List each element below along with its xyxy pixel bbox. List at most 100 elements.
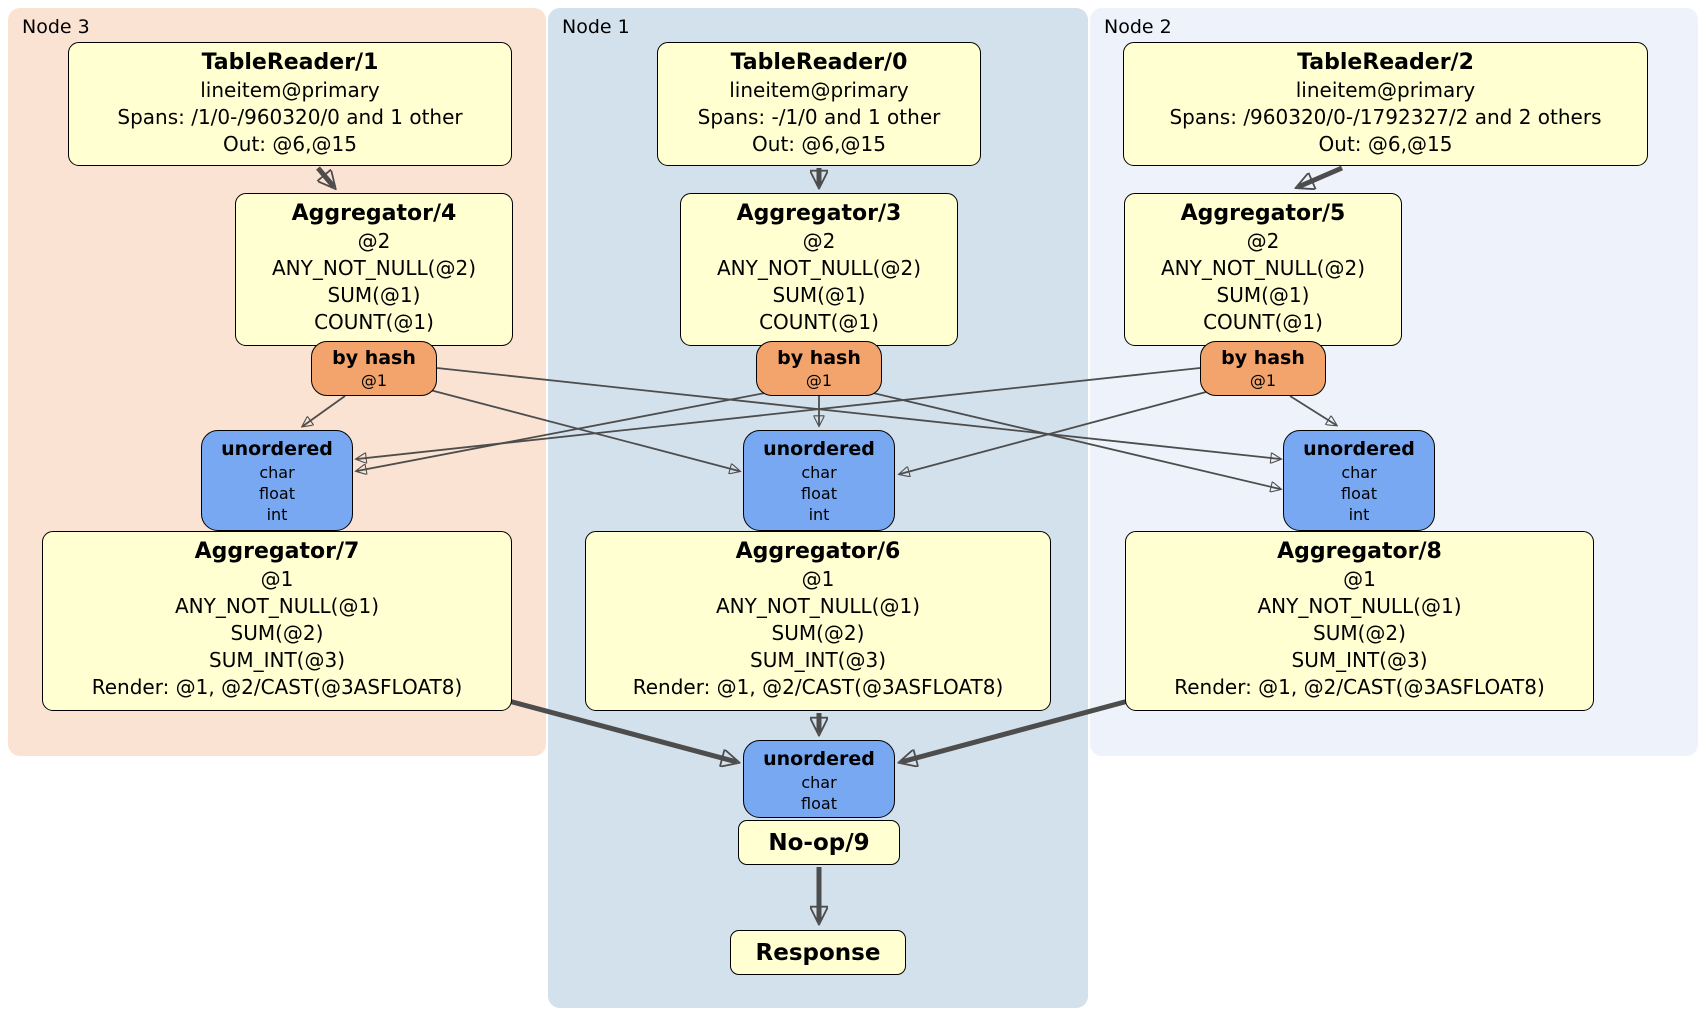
processor-detail: COUNT(@1) xyxy=(1203,310,1323,334)
aggregator-7: Aggregator/7 @1 ANY_NOT_NULL(@1) SUM(@2)… xyxy=(42,531,512,711)
processor-detail: lineitem@primary xyxy=(200,78,380,102)
processor-detail: Render: @1, @2/CAST(@3ASFLOAT8) xyxy=(1174,675,1545,699)
processor-title: Aggregator/6 xyxy=(735,539,901,564)
processor-title: Aggregator/3 xyxy=(736,201,902,226)
processor-title: Aggregator/8 xyxy=(1277,539,1442,564)
sync-stream: char xyxy=(259,463,295,482)
sync-stream: float xyxy=(259,484,295,503)
sync-stream: float xyxy=(1341,484,1377,503)
edge-tablereader1-aggregator4 xyxy=(316,166,334,187)
router-title: by hash xyxy=(777,347,861,369)
processor-detail: SUM(@2) xyxy=(771,621,865,645)
sync-title: unordered xyxy=(763,438,875,460)
node3-label: Node 3 xyxy=(22,16,90,38)
router-key: @1 xyxy=(805,371,833,390)
processor-detail: COUNT(@1) xyxy=(314,310,434,334)
edge-router3-sync1 xyxy=(429,389,739,471)
processor-detail: @1 xyxy=(801,567,835,591)
processor-detail: ANY_NOT_NULL(@2) xyxy=(717,256,921,280)
processor-detail: lineitem@primary xyxy=(1295,78,1476,102)
edge-router3-sync2 xyxy=(436,367,1280,459)
sync-stream: char xyxy=(801,463,837,482)
processor-detail: Out: @6,@15 xyxy=(752,132,886,156)
processor-detail: @2 xyxy=(802,229,836,253)
aggregator-6: Aggregator/6 @1 ANY_NOT_NULL(@1) SUM(@2)… xyxy=(585,531,1051,711)
router-title: by hash xyxy=(332,347,416,369)
processor-detail: ANY_NOT_NULL(@1) xyxy=(716,594,920,618)
processor-detail: lineitem@primary xyxy=(729,78,909,102)
node1-label: Node 1 xyxy=(562,16,630,38)
unordered-sync-node3: unordered char float int xyxy=(201,430,353,531)
sync-title: unordered xyxy=(1303,438,1415,460)
processor-detail: @1 xyxy=(260,567,294,591)
processor-title: Aggregator/5 xyxy=(1180,201,1346,226)
hash-router-node1: by hash @1 xyxy=(756,341,882,396)
router-key: @1 xyxy=(360,371,388,390)
processor-detail: ANY_NOT_NULL(@2) xyxy=(1161,256,1365,280)
router-title: by hash xyxy=(1221,347,1305,369)
processor-title: Aggregator/4 xyxy=(291,201,457,226)
processor-title: TableReader/2 xyxy=(1297,50,1474,75)
processor-detail: Spans: /1/0-/960320/0 and 1 other xyxy=(117,105,463,129)
processor-detail: ANY_NOT_NULL(@2) xyxy=(272,256,476,280)
processor-title: Aggregator/7 xyxy=(194,539,360,564)
processor-detail: @2 xyxy=(1246,229,1280,253)
table-reader-1: TableReader/1 lineitem@primary Spans: /1… xyxy=(68,42,512,166)
processor-detail: @2 xyxy=(357,229,391,253)
aggregator-8: Aggregator/8 @1 ANY_NOT_NULL(@1) SUM(@2)… xyxy=(1125,531,1594,711)
hash-router-node2: by hash @1 xyxy=(1200,341,1326,396)
table-reader-2: TableReader/2 lineitem@primary Spans: /9… xyxy=(1123,42,1648,166)
edge-router3-sync3 xyxy=(303,395,346,426)
processor-detail: SUM(@2) xyxy=(1313,621,1406,645)
processor-detail: COUNT(@1) xyxy=(759,310,879,334)
edge-router2-sync2 xyxy=(1289,395,1336,425)
sync-stream: float xyxy=(801,484,837,503)
node2-label: Node 2 xyxy=(1104,16,1172,38)
aggregator-5: Aggregator/5 @2 ANY_NOT_NULL(@2) SUM(@1)… xyxy=(1124,193,1402,346)
sync-stream: int xyxy=(808,505,830,524)
processor-detail: SUM(@1) xyxy=(327,283,421,307)
processor-detail: ANY_NOT_NULL(@1) xyxy=(175,594,379,618)
hash-router-node3: by hash @1 xyxy=(311,341,437,396)
sync-stream: float xyxy=(801,794,837,813)
unordered-sync-node1: unordered char float int xyxy=(743,430,895,531)
sync-title: unordered xyxy=(763,748,875,770)
edge-aggregator8-final-sync xyxy=(901,697,1133,762)
processor-title: No-op/9 xyxy=(768,829,870,856)
aggregator-4: Aggregator/4 @2 ANY_NOT_NULL(@2) SUM(@1)… xyxy=(235,193,513,346)
router-key: @1 xyxy=(1249,371,1277,390)
processor-detail: SUM_INT(@3) xyxy=(1291,648,1428,672)
edge-router1-sync3 xyxy=(357,392,766,471)
aggregator-3: Aggregator/3 @2 ANY_NOT_NULL(@2) SUM(@1)… xyxy=(680,193,958,346)
edge-router2-sync3 xyxy=(357,367,1201,459)
edge-router1-sync2 xyxy=(872,392,1280,489)
response: Response xyxy=(730,930,906,975)
processor-detail: Out: @6,@15 xyxy=(223,132,357,156)
sync-stream: char xyxy=(1341,463,1377,482)
processor-detail: SUM(@1) xyxy=(1216,283,1310,307)
processor-detail: SUM_INT(@3) xyxy=(209,648,345,672)
final-unordered-sync: unordered char float xyxy=(743,740,895,818)
sync-stream: int xyxy=(266,505,288,524)
sync-title: unordered xyxy=(221,438,333,460)
processor-title: Response xyxy=(755,939,881,966)
processor-title: TableReader/1 xyxy=(201,50,379,75)
processor-detail: Out: @6,@15 xyxy=(1318,132,1453,156)
processor-detail: Spans: -/1/0 and 1 other xyxy=(697,105,941,129)
router-stream-edges xyxy=(303,367,1336,489)
noop-9: No-op/9 xyxy=(738,820,900,865)
processor-title: TableReader/0 xyxy=(730,50,908,75)
processor-detail: Render: @1, @2/CAST(@3ASFLOAT8) xyxy=(91,675,463,699)
processor-detail: ANY_NOT_NULL(@1) xyxy=(1257,594,1462,618)
processor-detail: Spans: /960320/0-/1792327/2 and 2 others xyxy=(1169,105,1602,129)
edge-tablereader2-aggregator5 xyxy=(1298,165,1343,187)
edge-router2-sync1 xyxy=(900,391,1207,474)
sync-stream: char xyxy=(801,773,837,792)
edge-aggregator7-final-sync xyxy=(504,697,737,762)
processor-detail: SUM(@1) xyxy=(772,283,866,307)
processor-detail: SUM_INT(@3) xyxy=(750,648,886,672)
processor-detail: SUM(@2) xyxy=(230,621,324,645)
unordered-sync-node2: unordered char float int xyxy=(1283,430,1435,531)
table-reader-0: TableReader/0 lineitem@primary Spans: -/… xyxy=(657,42,981,166)
